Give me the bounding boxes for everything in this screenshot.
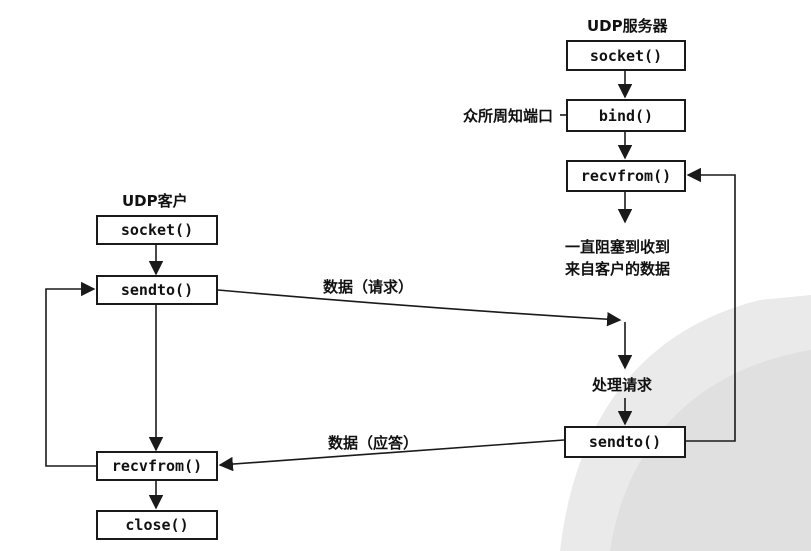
server-recvfrom-box: recvfrom() bbox=[566, 160, 686, 192]
data-reply-label: 数据（应答） bbox=[328, 434, 419, 452]
client-title: UDP客户 bbox=[122, 192, 188, 210]
client-recvfrom-box: recvfrom() bbox=[96, 451, 218, 481]
arrow-data-request bbox=[217, 289, 622, 327]
arrow-data-reply bbox=[218, 439, 565, 472]
client-close-box: close() bbox=[96, 510, 218, 540]
server-bind-box: bind() bbox=[566, 99, 686, 132]
server-process-label: 处理请求 bbox=[592, 376, 653, 394]
server-block-line1: 一直阻塞到收到 bbox=[565, 238, 671, 256]
server-port-label: 众所周知端口 bbox=[463, 107, 554, 125]
client-socket-box: socket() bbox=[96, 215, 218, 245]
arrow-client-loop bbox=[45, 281, 96, 467]
server-title: UDP服务器 bbox=[587, 17, 668, 35]
data-request-label: 数据（请求） bbox=[323, 278, 414, 296]
arrow-server-loop bbox=[686, 167, 736, 442]
server-block-line2: 来自客户的数据 bbox=[565, 260, 671, 278]
client-sendto-box: sendto() bbox=[96, 275, 218, 305]
server-socket-box: socket() bbox=[566, 40, 686, 71]
server-sendto-box: sendto() bbox=[564, 426, 686, 458]
